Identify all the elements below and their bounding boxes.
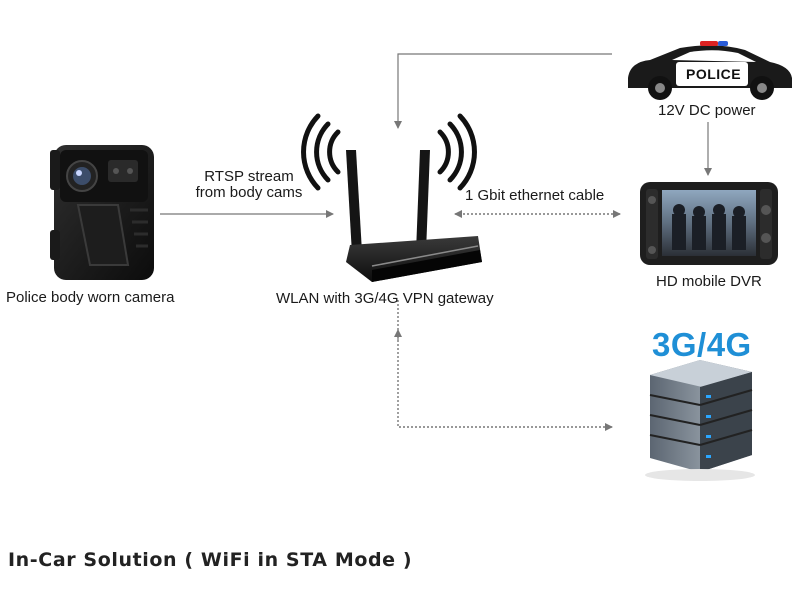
power-label: 12V DC power [658,102,756,119]
server-icon [645,360,755,481]
ethernet-label: 1 Gbit ethernet cable [465,187,605,204]
mobile-dvr-icon [640,182,778,265]
body-camera-icon [50,145,154,280]
power-connector [394,53,612,129]
dvr-label: HD mobile DVR [656,273,762,290]
car-marking-text: POLICE [686,66,742,82]
police-car-icon [628,41,792,100]
rtsp-label-line2: from body cams [195,184,303,201]
rtsp-label-line1: RTSP stream [204,168,294,185]
wifi-signal-icon [301,113,477,191]
camera-label: Police body worn camera [6,289,175,306]
gateway-label: WLAN with 3G/4G VPN gateway [276,290,494,307]
network-connector [397,300,613,431]
footer-caption: In-Car Solution ( WiFi in STA Mode ) [8,549,413,571]
wireless-router-icon [301,113,482,282]
network-label: 3G/4G [652,326,752,363]
